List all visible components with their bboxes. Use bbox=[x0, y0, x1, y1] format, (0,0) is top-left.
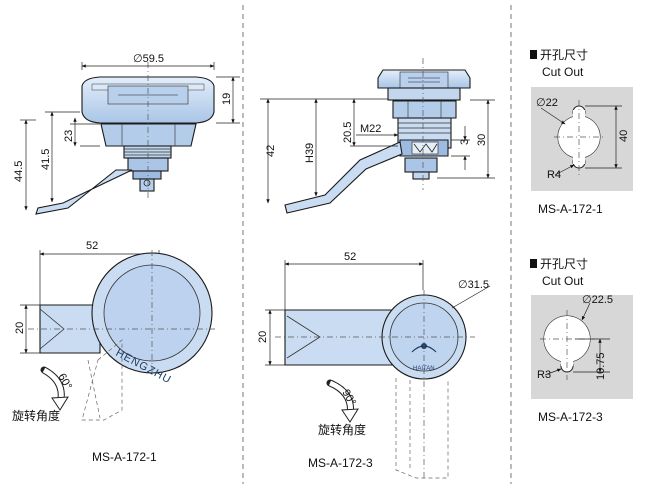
cutout-3-height: 10.75 bbox=[595, 352, 607, 380]
dim-diameter-face: ∅31.5 bbox=[458, 279, 489, 291]
dim-width-20-m1: 20 bbox=[14, 322, 26, 334]
dim-height-30: 30 bbox=[476, 134, 488, 146]
model-3-side-view: 42 H39 20.5 M22 3 30 bbox=[260, 58, 495, 214]
cutout-1: 开孔尺寸 Cut Out ∅22 40 R4 MS-A-172-1 bbox=[530, 48, 633, 216]
dim-diameter-top: ∅59.5 bbox=[133, 53, 164, 65]
cutout-3: 开孔尺寸 Cut Out ∅22.5 R3 10.75 MS-A-172-3 bbox=[530, 257, 633, 424]
rotation-label-m1: 旋转角度 bbox=[12, 408, 60, 423]
cutout-1-caption: MS-A-172-1 bbox=[538, 202, 603, 216]
dim-height-23: 23 bbox=[63, 130, 75, 142]
cutout-1-title-en: Cut Out bbox=[542, 65, 584, 79]
rotation-label-m3: 旋转角度 bbox=[318, 422, 366, 437]
cutout-3-radius: R3 bbox=[537, 369, 551, 381]
dim-height-41-5: 41.5 bbox=[40, 149, 52, 170]
dim-height-3: 3 bbox=[459, 139, 471, 145]
dim-width-52-m3: 52 bbox=[344, 251, 356, 263]
dim-height-44-5: 44.5 bbox=[13, 161, 25, 182]
cutout-1-diameter: ∅22 bbox=[536, 97, 558, 109]
cutout-1-radius: R4 bbox=[547, 169, 561, 181]
dim-height-42: 42 bbox=[265, 145, 277, 157]
dim-width-52-m1: 52 bbox=[86, 240, 98, 252]
model-3-top-view: 52 HAITAN ∅31.5 20 90° 旋转角度 MS-A-172-3 bbox=[257, 251, 491, 480]
model-1-side-view: ∅59.5 19 23 41.5 44.5 bbox=[13, 53, 240, 215]
cutout-3-title-cn: 开孔尺寸 bbox=[540, 257, 588, 271]
model-1-top-view: 52 HENGZHU 20 60° 旋转角度 MS-A-172-1 bbox=[12, 240, 215, 464]
dim-thread-m22: M22 bbox=[360, 123, 381, 135]
cutout-1-title-cn: 开孔尺寸 bbox=[540, 48, 588, 62]
dim-height-cap: 19 bbox=[221, 93, 233, 105]
caption-m3: MS-A-172-3 bbox=[308, 456, 373, 470]
dim-width-20-m3: 20 bbox=[257, 331, 269, 343]
dim-h39: H39 bbox=[304, 143, 316, 163]
cutout-3-title-en: Cut Out bbox=[542, 274, 584, 288]
cutout-3-caption: MS-A-172-3 bbox=[538, 410, 603, 424]
cutout-1-height: 40 bbox=[618, 130, 630, 142]
cutout-3-diameter: ∅22.5 bbox=[582, 294, 613, 306]
dim-height-20-5: 20.5 bbox=[342, 122, 354, 143]
caption-m1: MS-A-172-1 bbox=[92, 450, 157, 464]
